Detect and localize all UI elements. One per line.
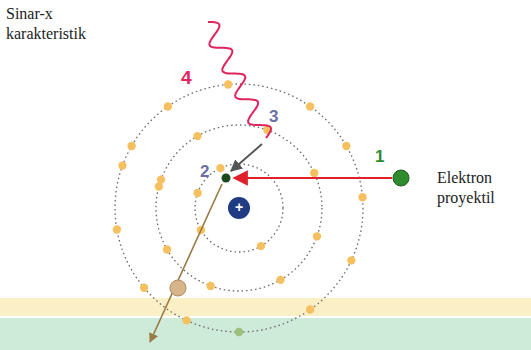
orbital-electron [358, 193, 366, 201]
orbital-electron [193, 132, 201, 140]
orbital-electron [342, 142, 350, 150]
vacancy-electron [222, 174, 231, 183]
callout-number: 4 [181, 66, 192, 90]
transition-arrow [231, 144, 262, 171]
callout-number: 3 [269, 106, 278, 127]
orbital-electron [193, 189, 201, 197]
ejected-electron [170, 280, 186, 296]
callout-number: 1 [375, 146, 384, 167]
orbital-electron [206, 282, 214, 290]
projectile-path [234, 177, 392, 179]
callout-number: 2 [200, 161, 209, 182]
orbital-electron [347, 256, 355, 264]
nucleus-sign: + [235, 199, 243, 217]
outer-orbit [115, 84, 363, 332]
orbital-electron [216, 164, 224, 172]
green-band [0, 318, 531, 350]
ejected-electron-path [150, 184, 222, 342]
orbital-electron [235, 328, 243, 336]
middle-orbit [156, 125, 322, 291]
orbital-electron [155, 182, 163, 190]
orbital-electron [306, 102, 314, 110]
orbital-electron [257, 242, 265, 250]
orbital-electron [182, 316, 190, 324]
characteristic-xray-wave [208, 22, 271, 138]
orbital-electron [276, 276, 284, 284]
nucleus [228, 197, 250, 219]
orbital-electron [310, 169, 318, 177]
orbital-electron [164, 102, 172, 110]
orbital-electron [313, 232, 321, 240]
orbital-electron [224, 80, 232, 88]
orbital-electron [163, 245, 171, 253]
orbital-electron [140, 284, 148, 292]
orbital-electron [113, 225, 121, 233]
caption-label: Sinar-x karakteristik [6, 4, 106, 44]
orbital-electron [306, 305, 314, 313]
yellow-band [0, 298, 531, 316]
orbital-electron [118, 161, 126, 169]
projectile-electron [393, 170, 409, 186]
caption-label: Elektron proyektil [437, 168, 525, 208]
orbital-electron [127, 142, 135, 150]
